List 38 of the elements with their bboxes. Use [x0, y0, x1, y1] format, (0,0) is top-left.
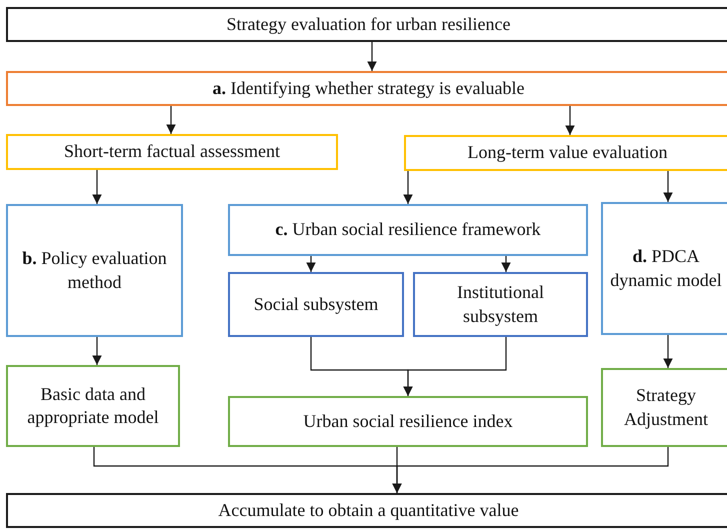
box-label: d. PDCA dynamic model: [609, 245, 723, 292]
box-label: Accumulate to obtain a quantitative value: [218, 498, 519, 522]
process-box: [6, 204, 183, 337]
arrow: [501, 256, 511, 272]
process-box: [6, 71, 727, 106]
box-label: c. Urban social resilience framework: [275, 218, 541, 242]
arrow: [663, 335, 673, 368]
process-box: [228, 396, 588, 447]
box-label: a. Identifying whether strategy is evaluable: [212, 76, 524, 100]
process-box: [404, 135, 727, 171]
box-label: Institutional subsystem: [456, 281, 545, 328]
box-label: Short-term factual assessment: [64, 140, 280, 164]
arrow: [565, 106, 575, 135]
box-label: b. Policy evaluation method: [21, 247, 168, 294]
box-label: Strategy Adjustment: [623, 384, 709, 431]
arrow: [166, 106, 176, 134]
box-label: Strategy evaluation for urban resilience: [226, 12, 510, 36]
process-box: [413, 272, 588, 337]
box-label: Social subsystem: [254, 292, 378, 316]
arrow: [392, 447, 669, 493]
box-label: Urban social resilience index: [303, 410, 513, 433]
box-label: Long-term value evaluation: [468, 141, 668, 164]
arrow: [403, 337, 507, 396]
arrow: [92, 337, 102, 365]
arrow: [92, 170, 102, 204]
process-box: [601, 202, 727, 335]
arrow: [367, 42, 377, 71]
process-box: [228, 272, 404, 337]
process-box: [601, 368, 727, 447]
arrow: [663, 171, 673, 202]
process-box: [6, 365, 180, 447]
process-box: [6, 7, 727, 42]
process-box: [6, 493, 727, 528]
process-box: [228, 204, 588, 256]
process-box: [6, 134, 338, 170]
arrow: [403, 171, 413, 204]
box-label: Basic data and appropriate model: [26, 382, 160, 429]
arrow: [306, 256, 316, 272]
